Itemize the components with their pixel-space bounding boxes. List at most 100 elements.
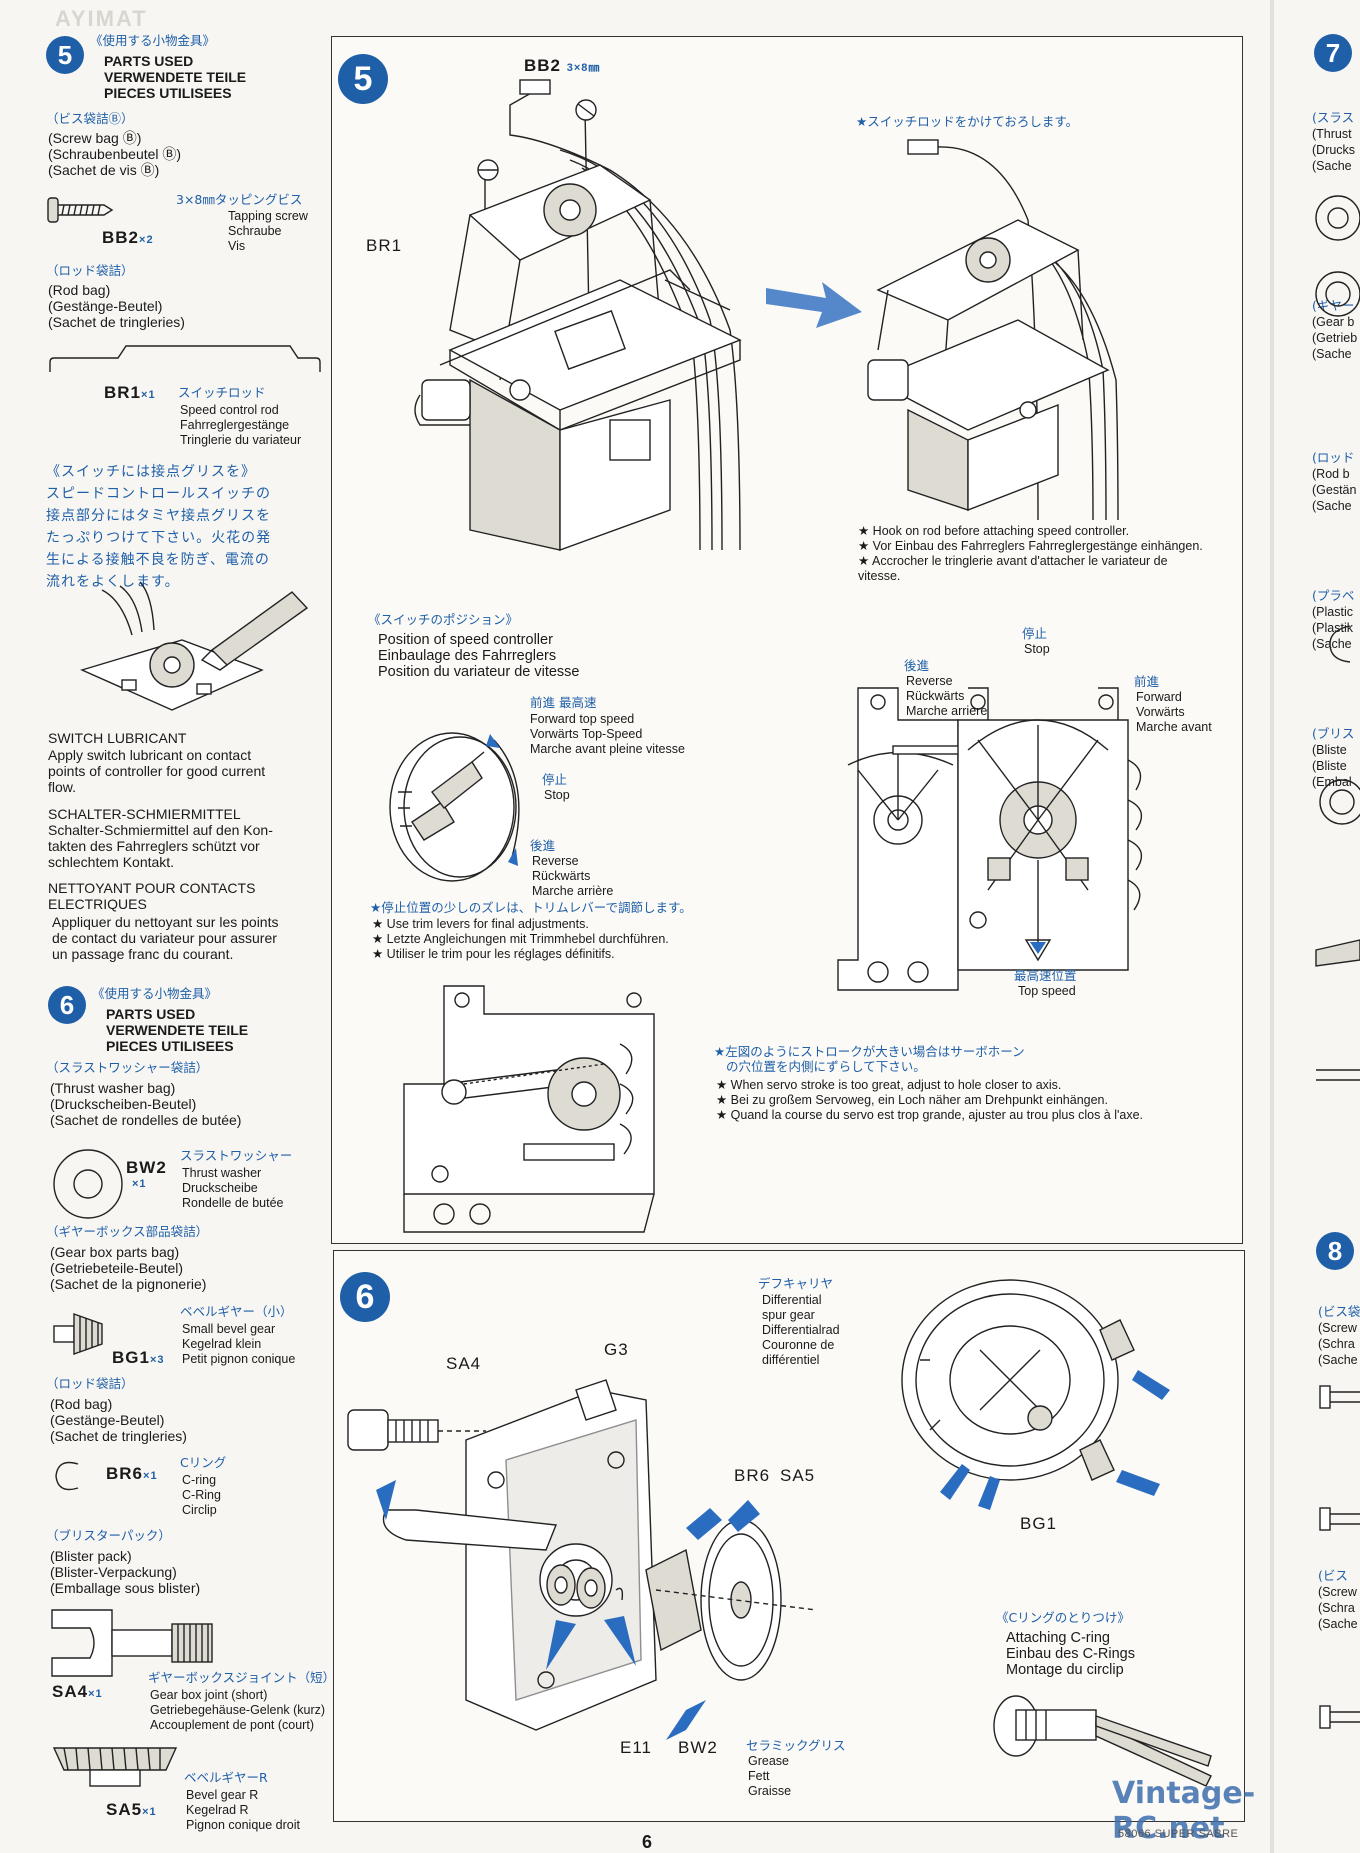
step-direction-arrow-icon (766, 282, 862, 328)
diagram-forward-jp: 前進 (1134, 674, 1160, 689)
left-s5-bag-jp: （ビス袋詰Ⓑ） (46, 111, 134, 126)
diagram-reverse-jp: 後進 (904, 658, 930, 673)
left-s5-header-jp: 《使用する小物金具》 (90, 33, 216, 48)
step8-fragment-text: (ビス袋(Screw(Schra(Sache (ビス(Screw(Schra(S… (1318, 1304, 1360, 1631)
sa4-jp: ギヤーボックスジョイント（短） (148, 1670, 336, 1685)
servo-controller-assembly-drawing (414, 79, 742, 551)
left-step5-number: 5 (46, 36, 84, 74)
hook-note: ★ Hook on rod before attaching speed con… (858, 524, 1203, 583)
grease-jp: セラミックグリス (746, 1738, 846, 1753)
bb2-code: BB2×2 (102, 228, 154, 247)
bw2-jp: スラストワッシャー (180, 1148, 293, 1163)
left-s5-bag: (Screw bag Ⓑ)(Schraubenbeutel Ⓑ)(Sachet … (48, 130, 182, 178)
tapping-screw-icon (47, 197, 114, 223)
step8-number: 8 (1316, 1232, 1354, 1270)
hook-note-jp: ★スイッチロッドをかけておろします。 (856, 114, 1079, 129)
step5-number: 5 (338, 54, 388, 104)
left-s6-rod-jp: （ロッド袋詰） (46, 1376, 134, 1391)
bevel-gear-r-icon (52, 1747, 178, 1787)
sa4-code: SA4×1 (52, 1682, 103, 1701)
left-s5-rod-jp: （ロッド袋詰） (46, 263, 134, 278)
top-speed-jp: 最高速位置 (1014, 968, 1077, 983)
thrust-bag-jp: （スラストワッシャー袋詰） (46, 1060, 209, 1075)
c-ring-pliers-drawing (993, 1695, 1212, 1787)
lubricant-text-de: Schalter-Schmiermittel auf den Kon-takte… (48, 822, 273, 870)
step6-number: 6 (340, 1272, 390, 1322)
diff-carrier-jp: デフキャリヤ (758, 1276, 834, 1291)
gear-bag: (Gear box parts bag)(Getriebeteile-Beute… (50, 1244, 207, 1292)
blister-jp: （ブリスターパック） (46, 1528, 171, 1543)
left-s6-rod: (Rod bag)(Gestänge-Beutel)(Sachet de tri… (50, 1396, 187, 1444)
bb2-jp: 3×8㎜タッピングビス (176, 192, 303, 207)
diagram-stop-jp: 停止 (1022, 626, 1048, 641)
thrust-bag: (Thrust washer bag)(Druckscheiben-Beutel… (50, 1080, 242, 1128)
bw2-code: BW2×1 (126, 1158, 167, 1190)
thrust-washer-icon (53, 1149, 123, 1219)
br1-code: BR1×1 (104, 383, 156, 402)
stop-label: Stop (544, 788, 570, 802)
step5-br1-label: BR1 (366, 236, 403, 255)
left-s6-header-jp: 《使用する小物金具》 (92, 986, 218, 1001)
small-bevel-gear-icon (53, 1313, 103, 1355)
c-ring-icon (55, 1461, 79, 1491)
sa5-jp: ベベルギヤーR (184, 1770, 268, 1785)
step6-g3-label: G3 (604, 1340, 629, 1359)
differential-gear-drawing (901, 1279, 1170, 1510)
servo-controller-attached-drawing (867, 139, 1119, 521)
sa4-desc: Gear box joint (short)Getriebegehäuse-Ge… (150, 1688, 326, 1732)
step5-bb2-label: BB2 3×8㎜ (524, 56, 601, 75)
position-heading-jp: 《スイッチのポジション》 (368, 612, 519, 627)
sa5-code: SA5×1 (106, 1800, 157, 1819)
step6-bw2-label: BW2 (678, 1738, 718, 1757)
step7-fragment-text: (スラス(Thrust(Drucks(Sache (ギヤー(Gear b(Get… (1312, 110, 1358, 789)
servo-stroke-note: ★ When servo stroke is too great, adjust… (716, 1078, 1144, 1122)
switch-lubricant-illustration (79, 581, 309, 711)
stop-jp: 停止 (542, 772, 568, 787)
servo-stroke-note-jp: ★左図のようにストロークが大きい場合はサーボホーンの穴位置を内側にずらして下さい… (714, 1044, 1025, 1074)
lubricant-title-en: SWITCH LUBRICANT (48, 730, 187, 746)
left-s5-rod: (Rod bag)(Gestänge-Beutel)(Sachet de tri… (48, 282, 185, 330)
bg1-jp: ベベルギヤー（小） (180, 1304, 293, 1319)
trim-note-jp: ★停止位置の少しのズレは、トリムレバーで調節します。 (370, 900, 692, 915)
switch-grease-note-jp: 《スイッチには接点グリスを》スピードコントロールスイッチの接点部分にはタミヤ接点… (46, 464, 272, 590)
top-speed-label: Top speed (1018, 984, 1076, 998)
gear-box-joint-icon (51, 1609, 213, 1677)
step6-e11-label: E11 (620, 1738, 652, 1757)
forward-top-jp: 前進 最高速 (530, 695, 597, 710)
c-ring-heading-jp: 《Cリングのとりつけ》 (996, 1610, 1130, 1625)
br6-code: BR6×1 (106, 1464, 158, 1483)
right-page-divider (1270, 0, 1274, 1853)
model-footer: 58066 SUPER SABRE (1118, 1828, 1239, 1840)
step6-sa5-label: SA5 (780, 1466, 816, 1485)
watermark-logo: Vintage-RC.net (1112, 1776, 1256, 1846)
diagram-stop-label: Stop (1024, 642, 1050, 656)
step6-sa4-label: SA4 (446, 1354, 482, 1373)
trim-note: ★ Use trim levers for final adjustments.… (372, 917, 669, 961)
page-number: 6 (642, 1832, 653, 1852)
br1-jp: スイッチロッド (178, 385, 266, 400)
step6-br6-label: BR6 (734, 1466, 771, 1485)
servo-horn-adjust-drawing (403, 985, 655, 1233)
faded-header-text: AYIMAT (55, 6, 148, 31)
lubricant-title-de: SCHALTER-SCHMIERMITTEL (48, 806, 241, 822)
switch-position-dial-drawing (389, 732, 520, 882)
br6-jp: Cリング (180, 1455, 227, 1470)
step6-bg1-label: BG1 (1020, 1514, 1058, 1533)
bg1-code: BG1×3 (112, 1348, 165, 1367)
reverse-jp: 後進 (530, 838, 556, 853)
